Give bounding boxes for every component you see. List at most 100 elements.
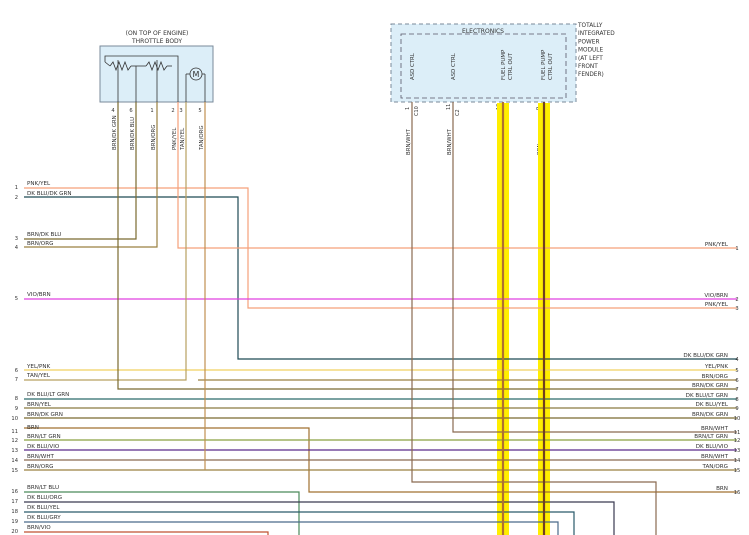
tb-wire-label: BRN/DK GRN bbox=[112, 115, 118, 150]
right-pin-number: 12 bbox=[734, 438, 741, 444]
left-wire-label: BRN/DK GRN bbox=[27, 412, 63, 418]
tb-pin-number: 3 bbox=[179, 108, 182, 114]
left-wire-label: DK BLU/VIO bbox=[27, 444, 60, 450]
tipm-wire-label: BRN/WHT bbox=[447, 128, 453, 155]
left-wire-label: BRN/LT BLU bbox=[27, 485, 59, 491]
right-wire-label: DK BLU/YEL bbox=[696, 402, 729, 408]
right-pin-number: 9 bbox=[735, 406, 738, 412]
left-pin-number: 20 bbox=[11, 529, 18, 535]
left-pin-number: 9 bbox=[15, 406, 18, 412]
right-pin-number: 10 bbox=[734, 416, 741, 422]
left-pin-number: 16 bbox=[11, 489, 18, 495]
left-pin-number: 2 bbox=[15, 195, 18, 201]
tipm-pin-number: 11 bbox=[446, 104, 452, 110]
right-pin-number: 1 bbox=[735, 246, 738, 252]
electronics-label: ELECTRONICS bbox=[462, 28, 504, 35]
throttle-body-internals bbox=[104, 55, 206, 102]
left-wire-label: BRN/DK BLU bbox=[27, 232, 61, 238]
right-wire-label: BRN/WHT bbox=[701, 426, 729, 432]
right-wire-label: BRN/LT GRN bbox=[694, 434, 728, 440]
left-wire-label: BRN/ORG bbox=[27, 241, 53, 247]
right-pin-number: 11 bbox=[734, 430, 741, 436]
wire-brn-lt-blu bbox=[24, 491, 300, 535]
throttle-body: (ON TOP OF ENGINE) THROTTLE BODY M 4BRN/… bbox=[99, 30, 214, 151]
tipm-title-line: FRONT bbox=[578, 64, 598, 70]
left-wire-label: VIO/BRN bbox=[27, 292, 51, 298]
left-wire-label: BRN/ORG bbox=[27, 464, 53, 470]
tipm-pin-number: 1 bbox=[405, 107, 411, 110]
right-wire-label: DK BLU/DK GRN bbox=[683, 353, 728, 359]
right-wire-label: YEL/PNK bbox=[704, 364, 729, 370]
tb-pin-number: 2 bbox=[171, 108, 174, 114]
right-pin-number: 7 bbox=[735, 387, 738, 393]
right-wire-label: BRN/DK GRN bbox=[692, 383, 728, 389]
tipm-output-label-2: CTRL OUT bbox=[548, 52, 554, 80]
wire-brn-dk-grn-r7 bbox=[117, 102, 737, 390]
tb-wire-label: BRN/ORG bbox=[151, 125, 157, 150]
right-pin-number: 16 bbox=[734, 490, 741, 496]
wire-dk-blu-dk-grn bbox=[24, 196, 737, 360]
left-pin-number: 4 bbox=[15, 245, 19, 251]
left-pin-number: 8 bbox=[15, 396, 18, 402]
left-pin-number: 3 bbox=[15, 236, 18, 242]
left-pin-number: 15 bbox=[11, 468, 18, 474]
throttle-body-box bbox=[99, 45, 214, 103]
tipm-connector-id: C10 bbox=[414, 106, 420, 116]
left-pin-number: 18 bbox=[11, 509, 18, 515]
tipm-title-line: MODULE bbox=[578, 48, 604, 54]
right-wire-label: PNK/YEL bbox=[705, 242, 729, 248]
tipm-title-line: TOTALLY bbox=[577, 23, 603, 29]
right-wire-label: BRN/ORG bbox=[702, 374, 728, 380]
right-wire-label: BRN bbox=[716, 486, 728, 492]
wire-brn-vio bbox=[24, 531, 269, 535]
tb-wire-label: BRN/DK BLU bbox=[130, 117, 136, 150]
tipm-output-label: FUEL PUMP bbox=[501, 49, 507, 80]
wire-pnk-yel-tb-r1 bbox=[177, 102, 737, 249]
right-wire-label: TAN/ORG bbox=[701, 464, 728, 470]
left-wire-label: DK BLU/LT GRN bbox=[27, 392, 69, 398]
left-wire-label: DK BLU/ORG bbox=[27, 495, 62, 501]
wires bbox=[24, 102, 737, 535]
right-wire-label: DK BLU/LT GRN bbox=[686, 393, 728, 399]
right-pin-number: 6 bbox=[735, 378, 738, 384]
electronics-box bbox=[400, 33, 567, 99]
tb-wire-label: TAN/ORG bbox=[199, 125, 205, 151]
tb-pin-number: 5 bbox=[198, 108, 201, 114]
left-pin-number: 14 bbox=[11, 458, 18, 464]
tipm-box bbox=[390, 23, 577, 103]
tb-pin-number: 4 bbox=[111, 108, 115, 114]
right-wire-label: DK BLU/VIO bbox=[696, 444, 729, 450]
left-wire-label: DK BLU/DK GRN bbox=[27, 191, 72, 197]
left-pin-number: 10 bbox=[11, 416, 18, 422]
tb-pin-number: 6 bbox=[129, 108, 132, 114]
left-wire-label: BRN/LT GRN bbox=[27, 434, 61, 440]
wire-tan-yel bbox=[24, 102, 187, 381]
left-pin-number: 11 bbox=[11, 429, 18, 435]
tipm-title-line: FENDER) bbox=[578, 72, 604, 78]
motor-label: M bbox=[193, 70, 200, 79]
tipm-output-label-2: CTRL OUT bbox=[508, 52, 514, 80]
throttle-body-location: (ON TOP OF ENGINE) bbox=[126, 30, 189, 37]
left-wire-label: BRN/WHT bbox=[27, 454, 55, 460]
tipm-title-line: POWER bbox=[578, 39, 599, 45]
left-wire-label: BRN bbox=[27, 425, 39, 431]
tb-pin-number: 1 bbox=[150, 108, 153, 114]
right-wire-label: PNK/YEL bbox=[705, 302, 729, 308]
right-pin-number: 3 bbox=[735, 306, 738, 312]
tipm-output-label: FUEL PUMP bbox=[541, 49, 547, 80]
right-pin-number: 5 bbox=[735, 368, 738, 374]
tipm-title-line: INTEGRATED bbox=[578, 31, 615, 37]
left-wire-label: DK BLU/GRY bbox=[27, 515, 61, 521]
right-pin-number: 4 bbox=[735, 357, 739, 363]
tipm-output-label: ASD CTRL bbox=[451, 53, 457, 80]
tipm-output-label: ASD CTRL bbox=[410, 53, 416, 80]
wire-dk-blu-yel bbox=[24, 511, 575, 535]
left-pin-number: 12 bbox=[11, 438, 18, 444]
tb-wire-label: PNK/YEL bbox=[172, 128, 178, 150]
wire-brn-dk-blu bbox=[24, 102, 137, 240]
